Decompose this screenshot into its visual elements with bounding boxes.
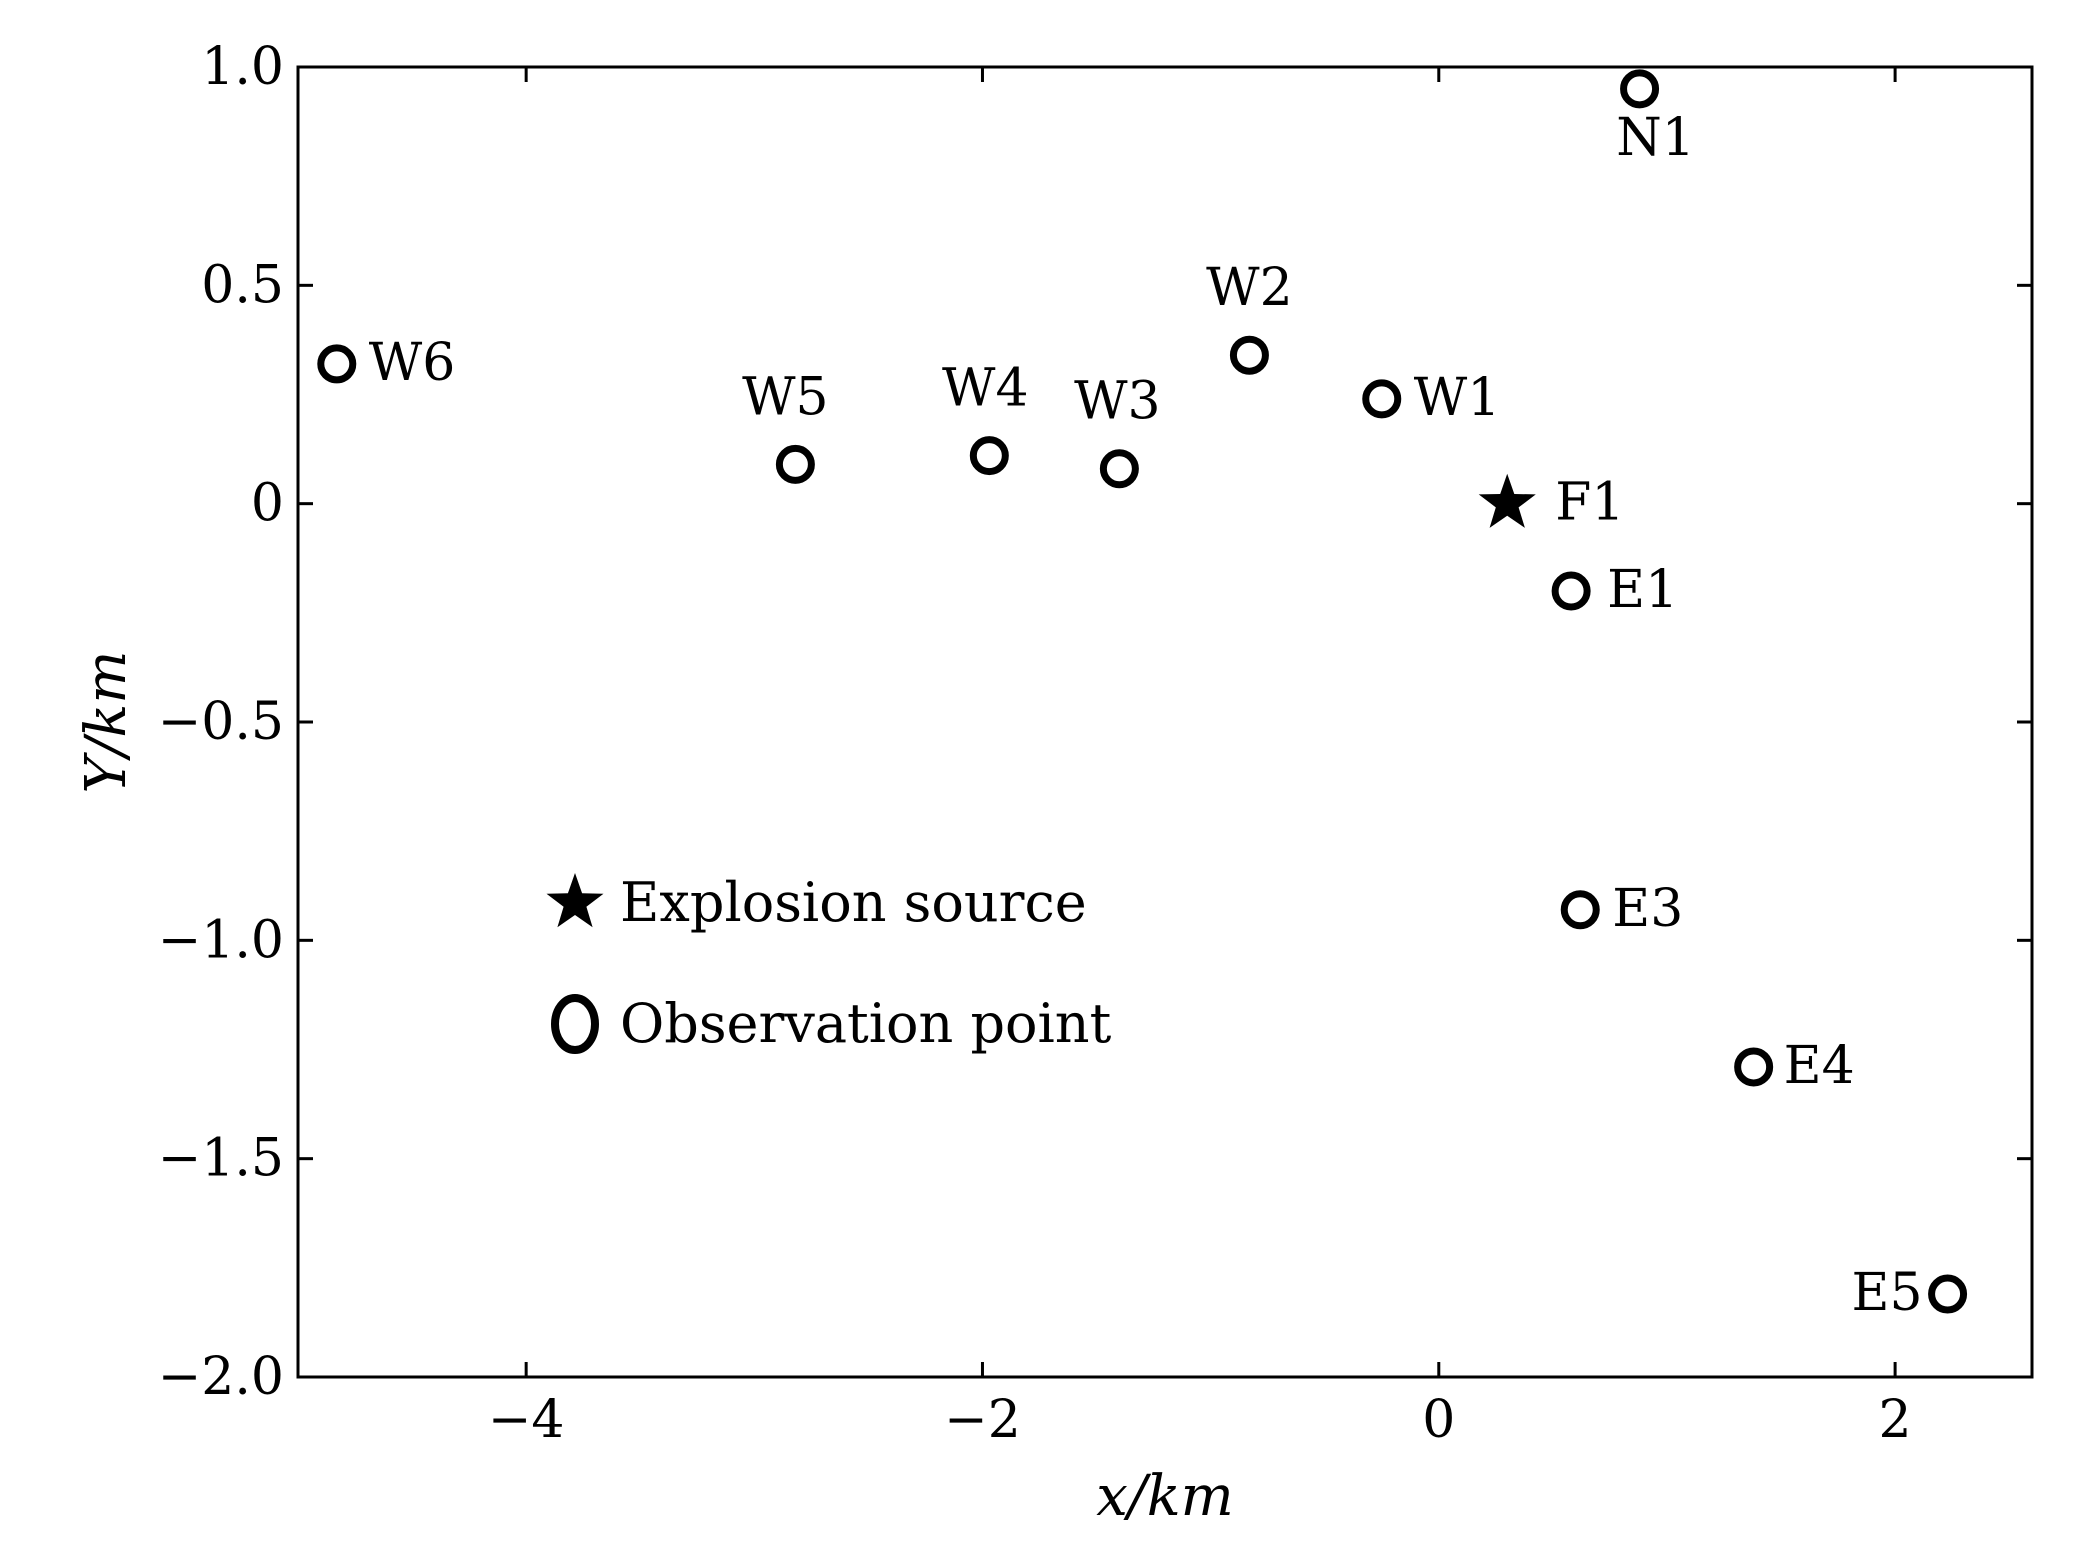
x-tick-label: 0 xyxy=(1422,1390,1455,1450)
observation-point-marker xyxy=(1229,335,1269,375)
observation-point-marker xyxy=(1620,69,1660,109)
point-label: N1 xyxy=(1616,108,1695,168)
y-axis-label: Y/km xyxy=(74,651,139,794)
x-tick-label: 2 xyxy=(1879,1390,1912,1450)
legend-entry-label: Explosion source xyxy=(620,871,1087,934)
observation-point-marker xyxy=(969,436,1009,476)
y-tick-label: 0.5 xyxy=(201,255,284,315)
observation-point-marker xyxy=(317,344,357,384)
y-tick-label: 0 xyxy=(251,474,284,534)
observation-point-marker xyxy=(1928,1274,1968,1314)
y-tick-label: −2.0 xyxy=(158,1347,284,1407)
explosion-source-marker xyxy=(1478,473,1536,528)
point-label: E1 xyxy=(1607,560,1678,620)
y-tick-label: −1.5 xyxy=(158,1129,284,1189)
axis-ticks: −4 −2 0 2 1.0 0.5 0 −0.5 −1.0 −1.5 −2.0 xyxy=(158,37,2032,1450)
point-label: E5 xyxy=(1852,1263,1923,1323)
y-tick-label: −0.5 xyxy=(158,692,284,752)
point-label: W1 xyxy=(1414,368,1501,428)
observation-point-marker xyxy=(1362,379,1402,419)
point-label: W3 xyxy=(1074,372,1161,432)
legend-entry-label: Observation point xyxy=(620,992,1112,1055)
x-tick-label: −2 xyxy=(944,1390,1021,1450)
point-label: W5 xyxy=(742,367,829,427)
point-label: W2 xyxy=(1206,258,1293,318)
point-label: W6 xyxy=(369,333,456,393)
legend-star-icon xyxy=(546,873,604,928)
observation-point-marker xyxy=(1734,1047,1774,1087)
point-label: E4 xyxy=(1784,1036,1855,1096)
observation-point-marker xyxy=(1551,571,1591,611)
observation-point-marker xyxy=(1099,449,1139,489)
y-tick-label: −1.0 xyxy=(158,910,284,970)
observation-point-marker xyxy=(1560,890,1600,930)
point-label: W4 xyxy=(942,359,1029,419)
x-axis-label: x/km xyxy=(1096,1464,1233,1529)
point-label: E3 xyxy=(1612,879,1683,939)
y-tick-label: 1.0 xyxy=(201,37,284,97)
legend-circle-icon xyxy=(551,994,599,1054)
point-label: F1 xyxy=(1555,473,1624,533)
observation-point-marker xyxy=(775,444,815,484)
x-tick-label: −4 xyxy=(488,1390,565,1450)
